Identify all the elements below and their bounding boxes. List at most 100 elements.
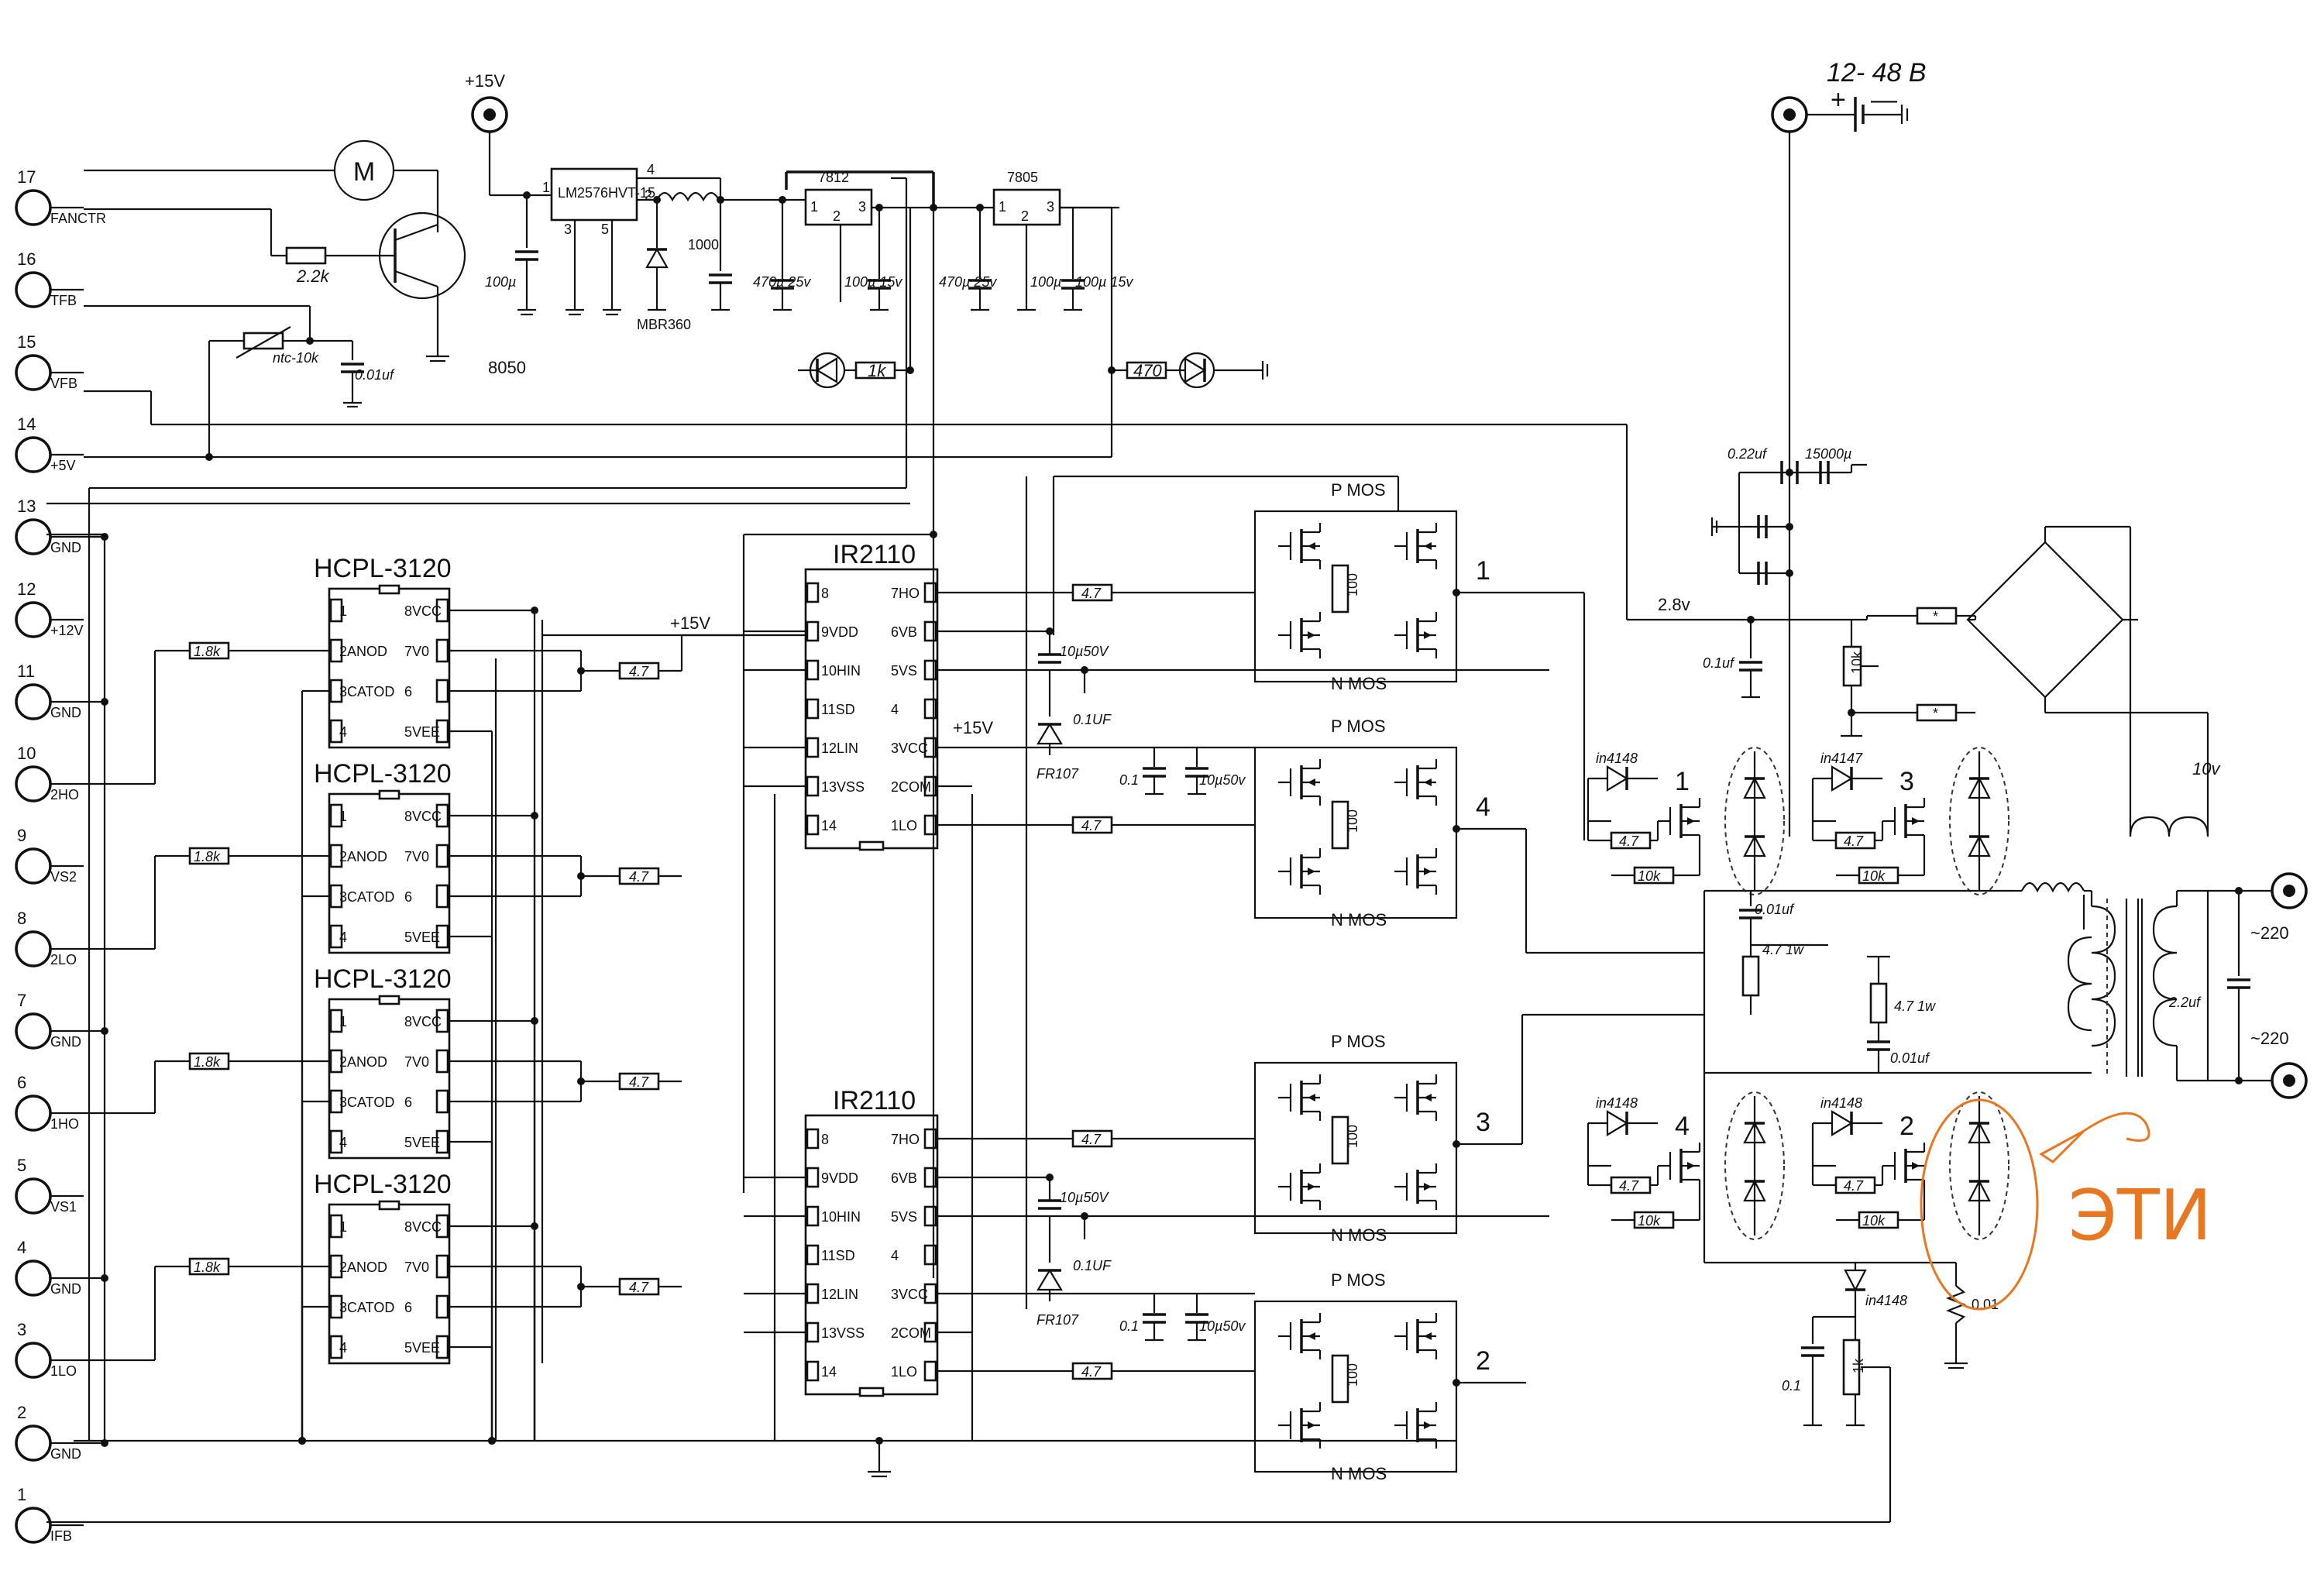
ntc-label: ntc-10k (273, 350, 319, 366)
output-stage: 2.8v 0.1uf 10k * * (1627, 525, 2308, 1099)
svg-text:10µ50V: 10µ50V (1060, 1190, 1109, 1205)
svg-text:1.8k: 1.8k (194, 1260, 221, 1275)
bridge-gate-resistor (1331, 1115, 1349, 1165)
pin-number: 3 (17, 1320, 26, 1339)
svg-text:4.7 1w: 4.7 1w (1894, 998, 1936, 1014)
svg-text:7V0: 7V0 (404, 1260, 429, 1275)
svg-text:4.7: 4.7 (629, 664, 649, 679)
svg-text:0.01uf: 0.01uf (1890, 1050, 1930, 1066)
bulk-cap1-label: 0.22uf (1728, 446, 1768, 462)
driver-title: IR2110 (833, 1086, 916, 1115)
aux-winding-label: 10v (2192, 759, 2221, 778)
switch-number: 3 (1899, 767, 1914, 796)
svg-text:0.1UF: 0.1UF (1073, 712, 1112, 727)
svg-text:7V0: 7V0 (404, 644, 429, 659)
opto-title: HCPL-3120 (314, 554, 452, 583)
svg-text:8: 8 (821, 1132, 829, 1147)
battery-label: 12- 48 B (1827, 58, 1927, 88)
svg-text:3: 3 (1047, 199, 1054, 215)
svg-text:6: 6 (404, 1095, 412, 1110)
connector-pin-14[interactable]: 14+5V (15, 414, 84, 473)
rails: +15V (494, 208, 1400, 1478)
fan-resistor (285, 246, 327, 265)
pin-name: +12V (50, 623, 84, 638)
reg2-label: 7812 (818, 170, 849, 185)
svg-text:3CATOD: 3CATOD (339, 1095, 394, 1110)
svg-text:1LO: 1LO (891, 1364, 917, 1380)
schottky-label: MBR360 (637, 317, 691, 332)
svg-text:8VCC: 8VCC (404, 1014, 442, 1029)
motor-label: M (353, 157, 375, 187)
svg-text:5VS: 5VS (891, 1209, 917, 1225)
output-switches: 14.710kin414834.710kin414744.710kin41482… (1587, 747, 2092, 1427)
opto-title: HCPL-3120 (314, 964, 452, 994)
driver-body (804, 1114, 939, 1396)
nmos-label: N MOS (1331, 1464, 1387, 1483)
svg-text:8VCC: 8VCC (404, 1219, 442, 1235)
svg-text:0.1: 0.1 (1119, 1318, 1139, 1334)
svg-text:13VSS: 13VSS (821, 779, 865, 795)
svg-text:in4148: in4148 (1865, 1293, 1907, 1308)
connector-pin-12[interactable]: 12+12V (15, 579, 84, 638)
led-icon (815, 357, 838, 383)
svg-text:6: 6 (404, 1300, 412, 1315)
cap-100u15-2-label: 100µ 15v (1075, 274, 1133, 290)
svg-text:4.7: 4.7 (1081, 1364, 1102, 1380)
pin-number: 7 (17, 991, 26, 1010)
pin-number: 14 (17, 414, 36, 434)
svg-text:2COM: 2COM (891, 779, 931, 795)
reg1-label: LM2576HVT-15 (558, 185, 655, 201)
nmos-label: N MOS (1331, 674, 1387, 693)
svg-text:2ANOD: 2ANOD (339, 849, 387, 864)
opto-body (328, 1203, 451, 1365)
svg-text:7V0: 7V0 (404, 1054, 429, 1070)
svg-text:100: 100 (1345, 1363, 1360, 1387)
svg-text:10k: 10k (1862, 1213, 1886, 1229)
pin-number: 15 (17, 332, 36, 352)
pin-number: 9 (17, 826, 26, 845)
svg-text:4.7: 4.7 (1619, 1178, 1639, 1194)
pin-name: 2LO (50, 952, 77, 967)
led-icon-2 (1184, 357, 1207, 383)
svg-text:2ANOD: 2ANOD (339, 1260, 387, 1275)
connector-pin-3[interactable]: 3 1LO (15, 1320, 84, 1379)
svg-text:100: 100 (1345, 573, 1360, 596)
bridge-rectifier (1966, 541, 2124, 699)
opto-title: HCPL-3120 (314, 759, 452, 789)
svg-text:3VCC: 3VCC (891, 1287, 928, 1302)
svg-text:10k: 10k (1638, 868, 1661, 884)
pin-name: 1LO (50, 1363, 77, 1379)
svg-text:6VB: 6VB (891, 624, 917, 640)
svg-text:0.01uf: 0.01uf (1755, 902, 1795, 917)
ac-cap-label: 2.2uf (2168, 995, 2202, 1010)
annotation-text: ЭТИ (2068, 1175, 2212, 1256)
svg-text:4.7: 4.7 (629, 1074, 649, 1090)
svg-text:1.8k: 1.8k (194, 1054, 221, 1070)
nmos-label: N MOS (1331, 1225, 1387, 1245)
cap-100u-label: 100µ (485, 274, 516, 290)
svg-text:2: 2 (833, 208, 841, 224)
inductor-label: 1000 (688, 237, 719, 253)
pin-name: IFB (50, 1528, 72, 1544)
svg-text:5VEE: 5VEE (404, 930, 440, 945)
svg-text:in4148: in4148 (1820, 1095, 1862, 1111)
pin-number: 6 (17, 1073, 26, 1092)
